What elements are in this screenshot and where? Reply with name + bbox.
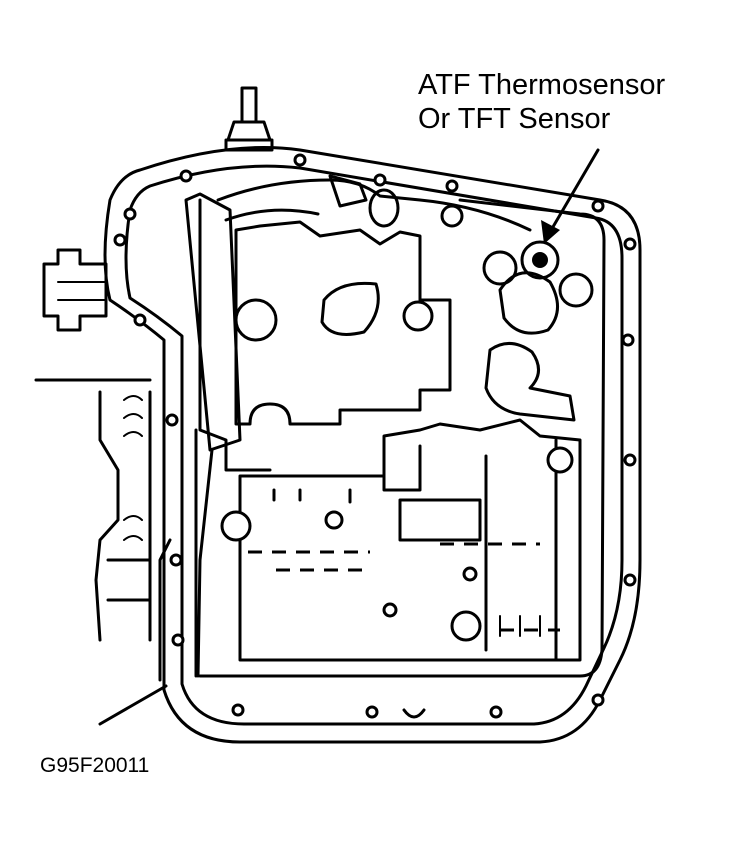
sensor-label-line1: ATF Thermosensor [418,69,666,101]
pan-leader-line [98,684,168,726]
callout-leader [541,148,600,244]
wire-harness [184,174,532,678]
atf-thermosensor [482,240,594,422]
sensor-label: ATF Thermosensor Or TFT Sensor [418,68,665,136]
valve-body [194,198,606,678]
side-connector [42,248,108,332]
figure-id: G95F20011 [40,754,150,777]
sensor-label-line2: Or TFT Sensor [418,103,611,135]
transmission-case [34,378,172,682]
oil-pan-flange [103,146,642,744]
breather-plug [224,86,274,152]
